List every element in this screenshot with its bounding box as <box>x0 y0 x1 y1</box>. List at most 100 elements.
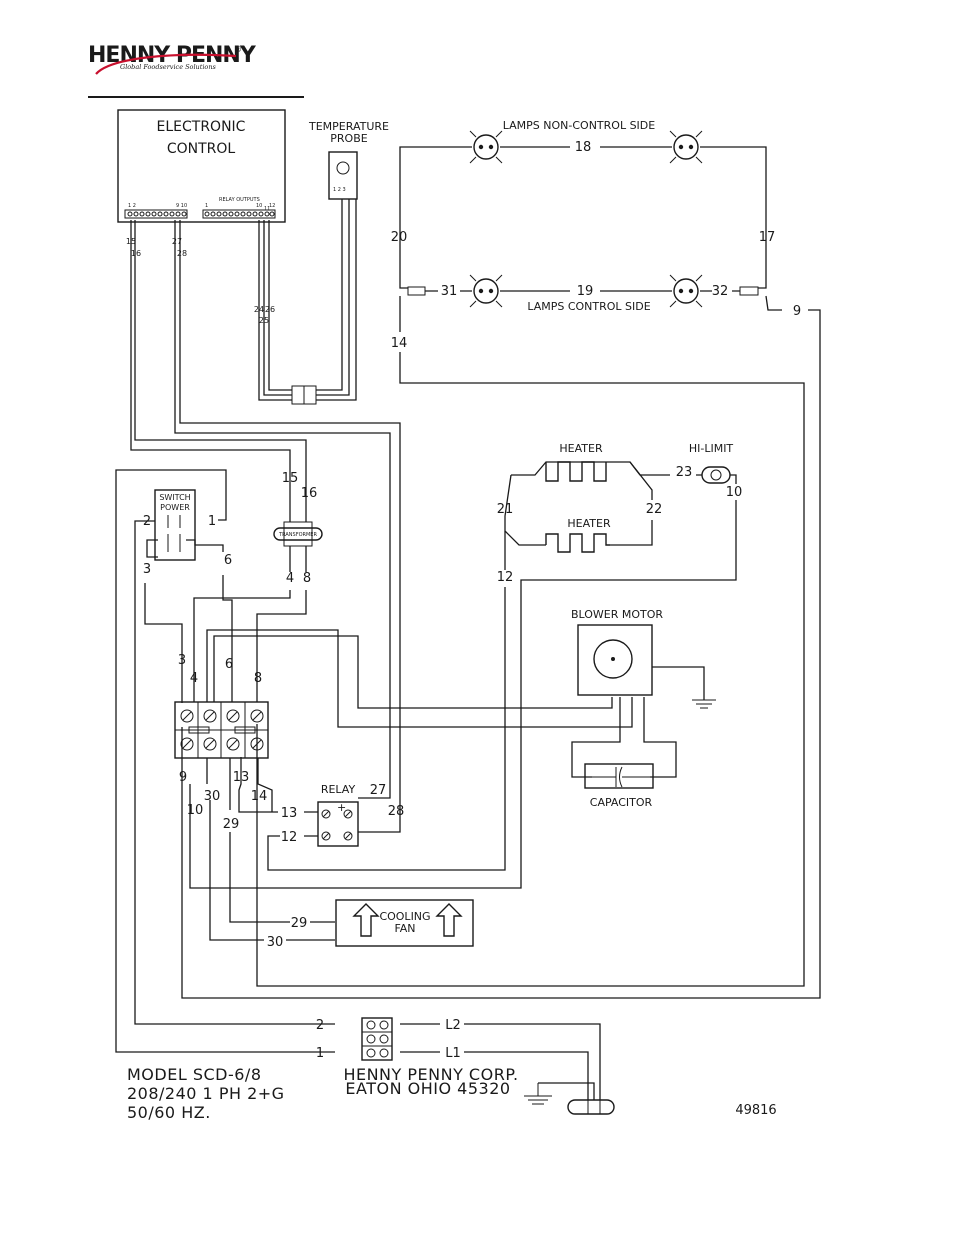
probe-sensor <box>336 161 350 175</box>
ec-connector-left <box>124 209 188 219</box>
wire-number: 29 <box>223 817 240 832</box>
wire-number: 28 <box>177 249 187 258</box>
chassis-ground <box>524 1083 552 1105</box>
wire-number: 30 <box>267 935 284 950</box>
relay-plus: + <box>337 801 346 814</box>
wire-number: 9 <box>793 304 801 319</box>
wire-number: 23 <box>676 465 693 480</box>
wire-number: 32 <box>712 284 729 299</box>
wire-number: 4 <box>286 571 294 586</box>
capacitor: CAPACITOR <box>584 763 654 809</box>
heater-top-element <box>545 461 607 482</box>
drawing-number: 49816 <box>735 1103 776 1118</box>
electronic-control: ELECTRONIC CONTROL 1 2 9 10 RELAY OUTPUT… <box>117 109 286 223</box>
hi-limit-label: HI-LIMIT <box>689 442 734 455</box>
probe-label-line1: TEMPERATURE <box>308 120 389 133</box>
switch-power: SWITCH POWER <box>154 489 196 561</box>
wire-number: 15 <box>282 471 299 486</box>
lamp-connector-left <box>407 286 426 296</box>
lamps: LAMPS NON-CONTROL SIDE LAMPS CONTROL SID… <box>407 119 759 313</box>
blower-motor: BLOWER MOTOR <box>571 608 716 709</box>
probe-label-line2: PROBE <box>330 132 367 145</box>
lamp-1 <box>469 130 503 164</box>
ec-pin-label: 1 2 <box>128 203 136 209</box>
title-block: MODEL SCD-6/8 208/240 1 PH 2+G 50/60 HZ.… <box>127 1065 777 1122</box>
wire-number: 17 <box>759 230 776 245</box>
wire-number: 16 <box>131 249 141 258</box>
ec-label-line2: CONTROL <box>167 141 236 157</box>
power-text: 208/240 1 PH 2+G <box>127 1084 285 1103</box>
fan-arrow-left <box>352 903 380 937</box>
henny-penny-logo: HENNY PENNY ® Global Foodservice Solutio… <box>88 43 258 75</box>
address-text: EATON OHIO 45320 <box>345 1079 510 1098</box>
wire-number: 14 <box>251 789 268 804</box>
wire-number: 8 <box>303 571 311 586</box>
ec-pin-label: 12 <box>269 203 275 209</box>
wire-number: 24 <box>254 305 264 314</box>
ec-pin-label: 11 <box>264 206 270 212</box>
heaters: HEATER HEATER HI-LIMIT <box>545 442 734 553</box>
wires <box>115 146 821 1100</box>
logo-tagline: Global Foodservice Solutions <box>120 63 217 71</box>
heater-bottom-element <box>545 533 610 553</box>
wire-number: 28 <box>388 804 405 819</box>
wire-number: 9 <box>179 770 187 785</box>
wire-number: 25 <box>259 316 269 325</box>
wire-number: 31 <box>441 284 458 299</box>
wire-number: 2 <box>143 514 151 529</box>
lamp-4 <box>669 274 703 308</box>
wire-number: 6 <box>225 657 233 672</box>
wire-number: 19 <box>577 284 594 299</box>
wire-number: 27 <box>172 237 182 246</box>
registered-mark: ® <box>234 45 242 54</box>
switch-label-line1: SWITCH <box>159 493 190 502</box>
wire-number: L2 <box>445 1018 461 1033</box>
ground-symbol <box>692 699 716 709</box>
fan-arrow-right <box>435 903 463 937</box>
corp-text: HENNY PENNY CORP. <box>343 1065 518 1084</box>
wire-number: 27 <box>370 783 387 798</box>
wire-number: 2 <box>316 1018 324 1033</box>
transformer-label: TRANSFORMER <box>278 532 317 538</box>
switch-label-line2: POWER <box>160 503 190 512</box>
wire-number: 14 <box>391 336 408 351</box>
lamps-control-label: LAMPS CONTROL SIDE <box>527 300 650 313</box>
relay-label: RELAY <box>321 783 356 796</box>
heater-bottom-label: HEATER <box>567 517 611 530</box>
frequency-text: 50/60 HZ. <box>127 1103 211 1122</box>
wire-number: 4 <box>190 671 198 686</box>
wire-number: 3 <box>178 653 186 668</box>
wire-number: 1 <box>208 514 216 529</box>
ec-pin-label: 10 <box>256 203 262 209</box>
cooling-fan-label-line1: COOLING <box>379 910 430 923</box>
terminal-block <box>174 701 269 759</box>
wire-number: 13 <box>233 770 250 785</box>
hi-limit-thermostat <box>701 466 731 484</box>
probe-pins-label: 1 2 3 <box>333 187 346 193</box>
lamps-non-control-label: LAMPS NON-CONTROL SIDE <box>503 119 656 132</box>
transformer: TRANSFORMER <box>273 521 323 547</box>
lamp-connector-right <box>739 286 759 296</box>
wire-number: 1 <box>316 1046 324 1061</box>
wire-number: 8 <box>254 671 262 686</box>
lamp-3 <box>469 274 503 308</box>
relay-outputs-label: RELAY OUTPUTS <box>219 197 260 203</box>
cooling-fan-label-line2: FAN <box>394 922 415 935</box>
wire-number: 12 <box>497 570 514 585</box>
wire-number: L1 <box>445 1046 461 1061</box>
wire-number: 22 <box>646 502 663 517</box>
wire-number: 30 <box>204 789 221 804</box>
wire-number: 20 <box>391 230 408 245</box>
wire-number: 21 <box>497 502 514 517</box>
power-terminal-block <box>361 1017 393 1061</box>
wire-number: 18 <box>575 140 592 155</box>
relay: RELAY + <box>317 783 359 847</box>
wire-number: 13 <box>281 806 298 821</box>
ec-pin-label: 9 10 <box>176 203 187 209</box>
wire-number: 16 <box>301 486 318 501</box>
capacitor-label: CAPACITOR <box>590 796 653 809</box>
wire-number: 6 <box>224 553 232 568</box>
temperature-probe: TEMPERATURE PROBE 1 2 3 <box>291 120 389 405</box>
cooling-fan: COOLING FAN <box>335 899 474 947</box>
